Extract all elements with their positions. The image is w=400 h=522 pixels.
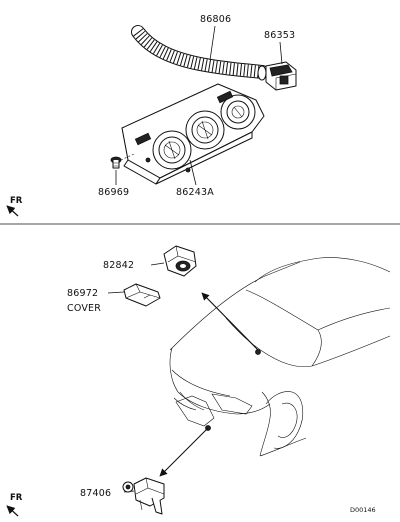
corrugated-duct [131, 25, 269, 81]
part-number-86972: 86972 [67, 288, 98, 299]
leader-86972 [107, 291, 125, 294]
part-number-86806: 86806 [200, 14, 231, 25]
part-number-86969: 86969 [98, 187, 129, 198]
connector-86353 [265, 61, 297, 91]
part-number-86353: 86353 [264, 30, 295, 41]
vehicle-outline [169, 257, 391, 457]
front-label-top: FR [10, 196, 23, 206]
pointer-to-bumper [159, 427, 209, 477]
cover-86972 [123, 283, 161, 307]
leader-86353 [279, 41, 283, 65]
diagram-code: D00146 [350, 506, 376, 514]
part-number-87406: 87406 [80, 488, 111, 499]
part-number-86243a: 86243A [176, 187, 214, 198]
control-panel-86243a [121, 83, 265, 185]
leader-86243a [189, 159, 197, 186]
leader-86806 [209, 25, 216, 61]
pointer-to-windshield [201, 292, 259, 351]
part-number-82842: 82842 [103, 260, 134, 271]
front-arrow-bottom [6, 505, 19, 517]
screw-86969 [110, 153, 135, 169]
sensor-87406 [122, 477, 165, 515]
front-label-bottom: FR [10, 493, 23, 503]
front-arrow-top [6, 205, 19, 217]
sensor-82842 [163, 245, 197, 277]
leader-82842 [150, 262, 165, 266]
cover-label: COVER [67, 303, 101, 314]
